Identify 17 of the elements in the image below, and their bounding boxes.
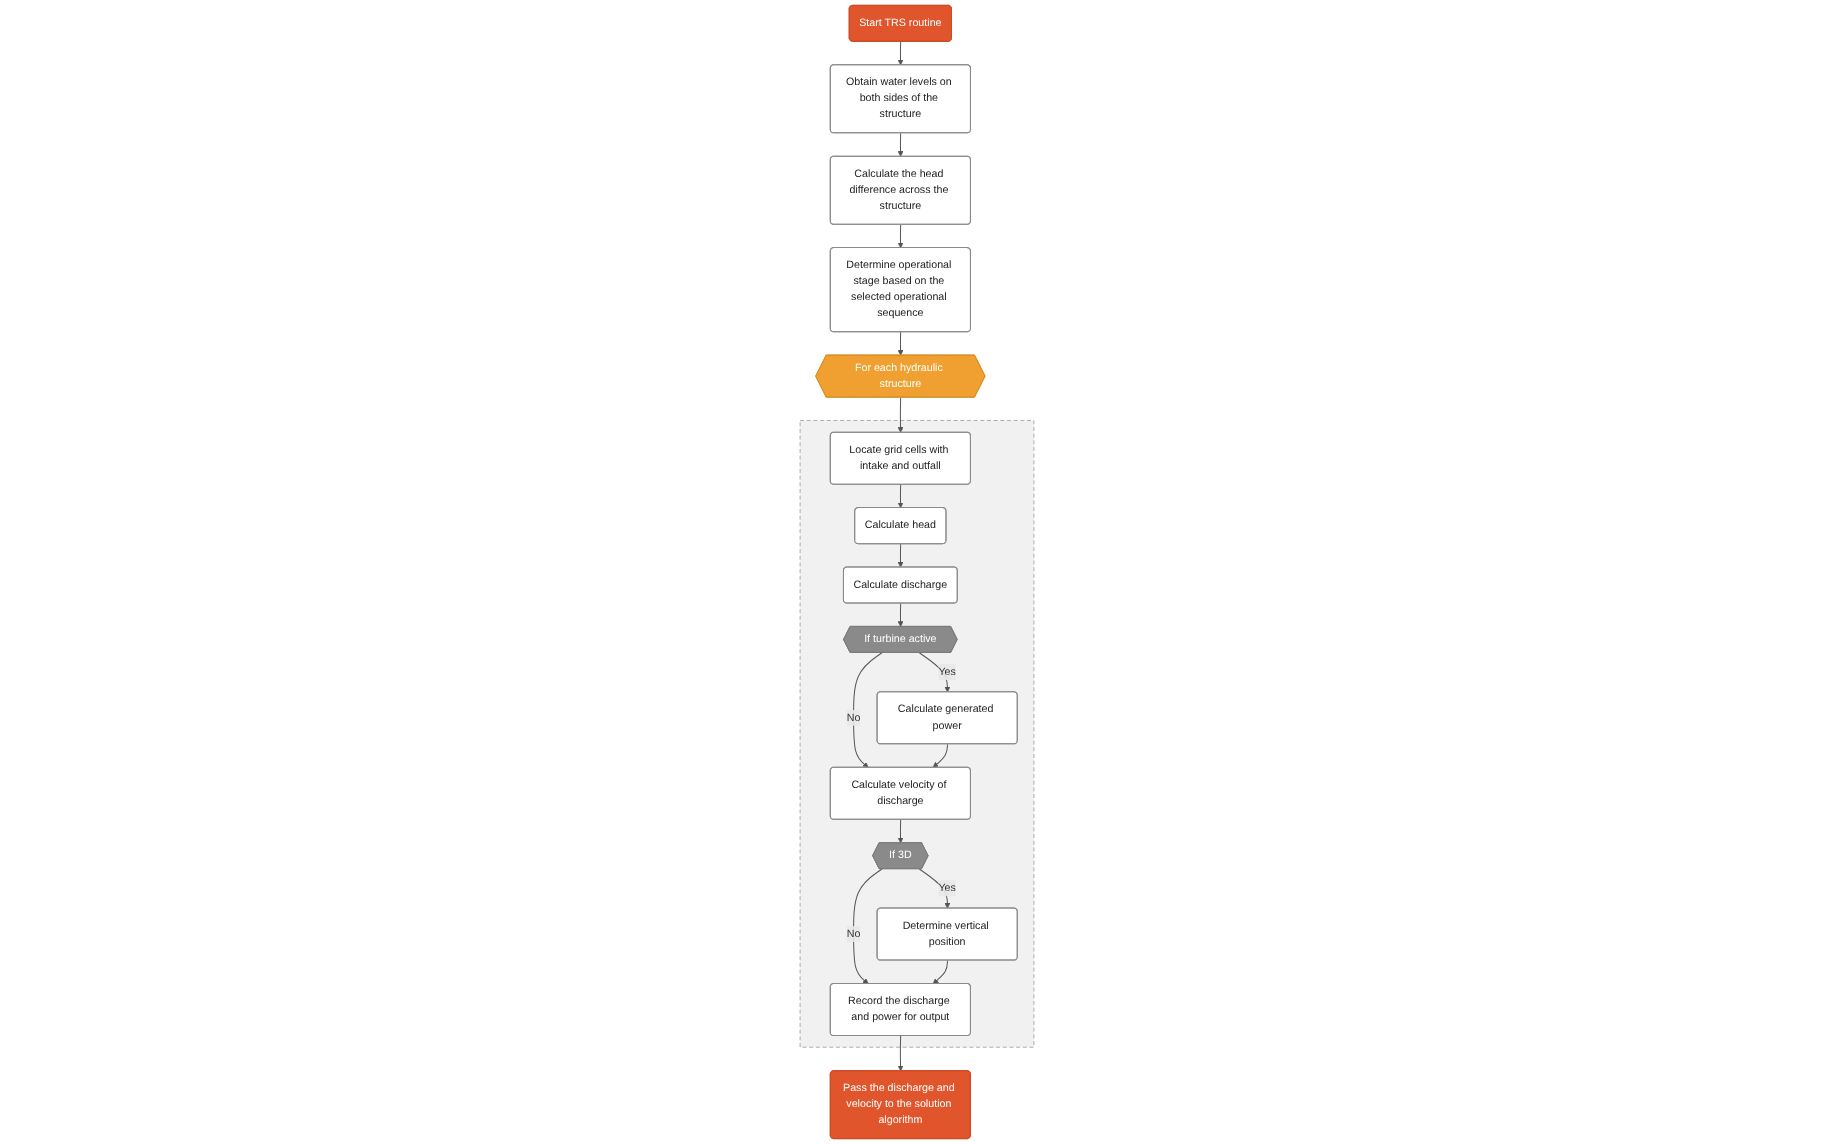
arrow: [897, 41, 904, 66]
arrow: [897, 396, 904, 433]
arrow: [932, 959, 948, 985]
arrow: [932, 743, 948, 768]
arrow: [897, 132, 904, 157]
cluster: [799, 420, 1035, 1048]
arrow: [897, 484, 904, 509]
arrow: [853, 652, 883, 768]
arrow: [897, 224, 904, 249]
arrow: [918, 868, 951, 909]
arrow: [897, 1035, 904, 1072]
arrow: [897, 543, 904, 568]
arrow: [897, 819, 904, 844]
arrow: [918, 652, 951, 693]
arrow: [897, 331, 904, 356]
arrow: [853, 868, 883, 985]
arrow: [897, 602, 904, 627]
